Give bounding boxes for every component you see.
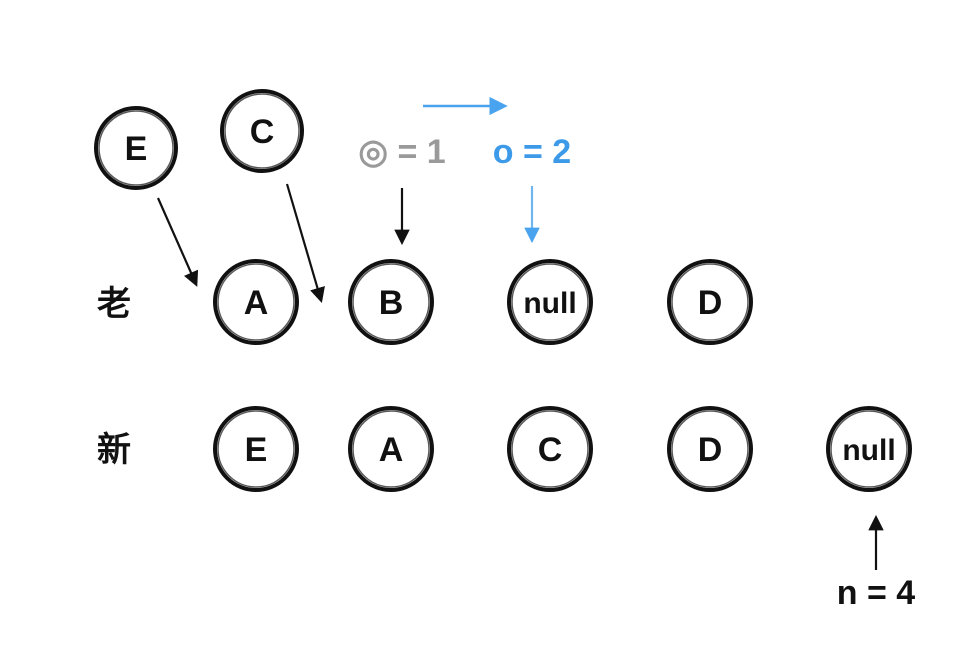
old-node-d: D bbox=[667, 259, 753, 345]
node-label: C bbox=[250, 113, 275, 151]
node-label: E bbox=[125, 130, 148, 168]
node-label: C bbox=[538, 431, 563, 469]
row-label-new: 新 bbox=[97, 431, 131, 469]
row-label-old: 老 bbox=[97, 285, 131, 323]
new-node-a: A bbox=[348, 406, 434, 492]
new-node-e: E bbox=[213, 406, 299, 492]
old-current-pointer-label: o = 2 bbox=[493, 133, 571, 171]
node-e-detached: E bbox=[94, 106, 178, 190]
new-pointer-label: n = 4 bbox=[837, 574, 916, 612]
node-label: A bbox=[379, 431, 404, 469]
node-label: null bbox=[523, 287, 576, 320]
new-node-d: D bbox=[667, 406, 753, 492]
old-prev-pointer-label: ◎ = 1 bbox=[358, 133, 445, 171]
old-node-b: B bbox=[348, 259, 434, 345]
node-c-detached: C bbox=[220, 89, 304, 173]
old-node-null: null bbox=[507, 259, 593, 345]
arrow-c-to-old bbox=[285, 183, 325, 303]
node-label: D bbox=[698, 431, 723, 469]
old-node-a: A bbox=[213, 259, 299, 345]
node-label: null bbox=[842, 434, 895, 467]
node-label: B bbox=[379, 284, 404, 322]
node-label: D bbox=[698, 284, 723, 322]
new-node-c: C bbox=[507, 406, 593, 492]
node-label: A bbox=[244, 284, 269, 322]
arrow-e-to-old bbox=[156, 197, 199, 287]
new-node-null: null bbox=[826, 406, 912, 492]
node-label: E bbox=[245, 431, 268, 469]
